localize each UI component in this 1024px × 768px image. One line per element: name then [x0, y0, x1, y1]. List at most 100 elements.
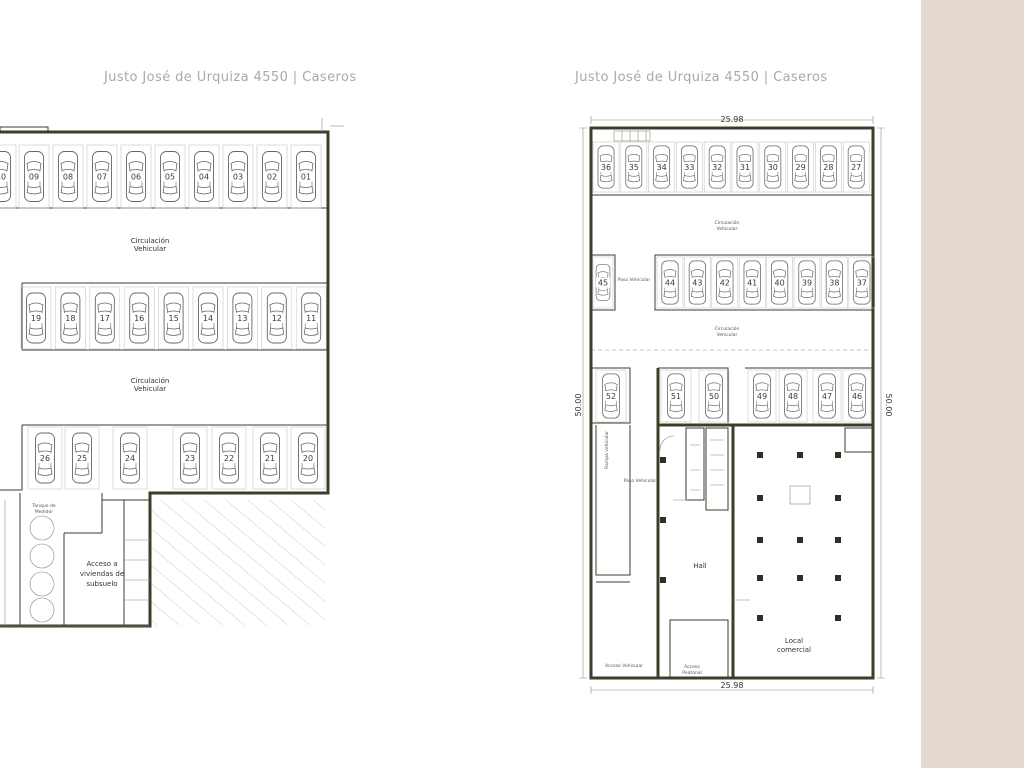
column [757, 452, 763, 458]
spot-number: 28 [823, 163, 833, 172]
spot-number: 11 [306, 314, 316, 323]
parking-spot-01: 01 [290, 144, 322, 209]
parking-spot-11: 11 [295, 286, 327, 350]
parking-spot-12: 12 [261, 286, 293, 350]
spot-number: 42 [720, 279, 730, 288]
spot-number: 52 [606, 392, 616, 401]
left-plan-title: Justo José de Urquiza 4550 | Caseros [104, 70, 357, 85]
spot-number: 05 [165, 173, 175, 182]
left-access-label-3: subsuelo [86, 580, 117, 588]
floor-plans: Tanque de Medidor Acceso a viviendas de … [0, 115, 893, 694]
spot-number: 09 [29, 173, 39, 182]
spot-number: 47 [822, 392, 832, 401]
dim-left: 50.00 [574, 394, 583, 417]
left-circulation-bot-1: Circulación [131, 377, 170, 385]
parking-spot-partial: 10 [0, 144, 17, 209]
spot-number: 08 [63, 173, 73, 182]
column [757, 537, 763, 543]
spot-number: 06 [131, 173, 141, 182]
spot-number: 18 [65, 314, 75, 323]
right-circulation-2a: Circulación [715, 325, 740, 332]
right-acceso-peatonal-2: Peatonal [682, 670, 701, 676]
spot-number: 10 [0, 173, 6, 182]
column [835, 452, 841, 458]
spot-number: 38 [829, 279, 839, 288]
spot-number: 39 [802, 279, 812, 288]
spot-number: 51 [671, 392, 681, 401]
spot-number: 41 [747, 279, 757, 288]
spot-number: 25 [77, 454, 87, 463]
spot-number: 12 [272, 314, 282, 323]
spot-number: 32 [712, 163, 722, 172]
spot-number: 01 [301, 173, 311, 182]
parking-spot-30: 30 [759, 141, 787, 193]
column [757, 615, 763, 621]
parking-spot-20: 20 [290, 426, 326, 490]
left-plan: Tanque de Medidor Acceso a viviendas de … [0, 118, 344, 628]
parking-spot-36: 36 [592, 141, 620, 193]
spot-number: 21 [265, 454, 275, 463]
column [835, 615, 841, 621]
parking-spot-28: 28 [815, 141, 842, 193]
spot-number: 22 [224, 454, 234, 463]
left-top-strip [0, 126, 49, 134]
parking-spot-14: 14 [192, 286, 224, 350]
right-acceso-vehicular: Acceso Vehicular [605, 663, 643, 669]
parking-spot-13: 13 [227, 286, 258, 350]
parking-spot-22: 22 [211, 426, 247, 490]
parking-spot-17: 17 [89, 286, 121, 350]
column [797, 575, 803, 581]
dim-bottom: 25.98 [721, 681, 744, 690]
column [797, 537, 803, 543]
parking-spot-15: 15 [158, 286, 189, 350]
parking-spot-03: 03 [222, 144, 254, 209]
spot-number: 04 [199, 173, 209, 182]
parking-spot-39: 39 [793, 256, 821, 309]
column [660, 517, 666, 523]
column [835, 537, 841, 543]
right-row-45: 45 [592, 256, 614, 309]
left-circulation-bot-2: Vehicular [134, 385, 166, 393]
parking-spot-43: 43 [684, 256, 711, 309]
column [835, 495, 841, 501]
spot-number: 36 [601, 163, 611, 172]
right-circulation-1b: Vehicular [717, 226, 738, 232]
spot-number: 14 [203, 314, 213, 323]
spot-number: 31 [740, 163, 750, 172]
right-paso-vehicular-2: Paso Vehicular [624, 478, 657, 484]
spot-number: 02 [267, 173, 277, 182]
parking-spot-51: 51 [660, 369, 692, 423]
right-paso-vehicular: Paso Vehicular [618, 277, 651, 283]
spot-number: 49 [757, 392, 767, 401]
spot-number: 13 [237, 314, 247, 323]
spot-number: 30 [768, 163, 778, 172]
spot-number: 48 [788, 392, 798, 401]
right-local-2: comercial [777, 646, 811, 654]
spot-number: 44 [665, 279, 675, 288]
column [797, 452, 803, 458]
parking-spot-32: 32 [703, 141, 731, 193]
spot-number: 03 [233, 173, 243, 182]
spot-number: 45 [598, 279, 608, 288]
spot-number: 40 [775, 279, 785, 288]
dim-top: 25.98 [721, 115, 744, 124]
parking-spot-08: 08 [52, 144, 84, 209]
parking-spot-06: 06 [120, 144, 152, 209]
parking-spot-38: 38 [821, 256, 848, 309]
left-meter-label-1: Tanque de [31, 503, 55, 509]
right-hall: Hall [693, 562, 706, 570]
spot-number: 34 [657, 163, 667, 172]
parking-spot-25: 25 [64, 426, 100, 490]
column [757, 575, 763, 581]
spot-number: 33 [684, 163, 694, 172]
parking-spot-49: 49 [747, 369, 777, 423]
spot-number: 29 [796, 163, 806, 172]
spot-number: 19 [31, 314, 41, 323]
parking-spot-33: 33 [676, 141, 703, 193]
parking-spot-07: 07 [86, 144, 118, 209]
left-row-top: 09 08 07 06 05 04 03 02 01 10 [0, 144, 322, 209]
